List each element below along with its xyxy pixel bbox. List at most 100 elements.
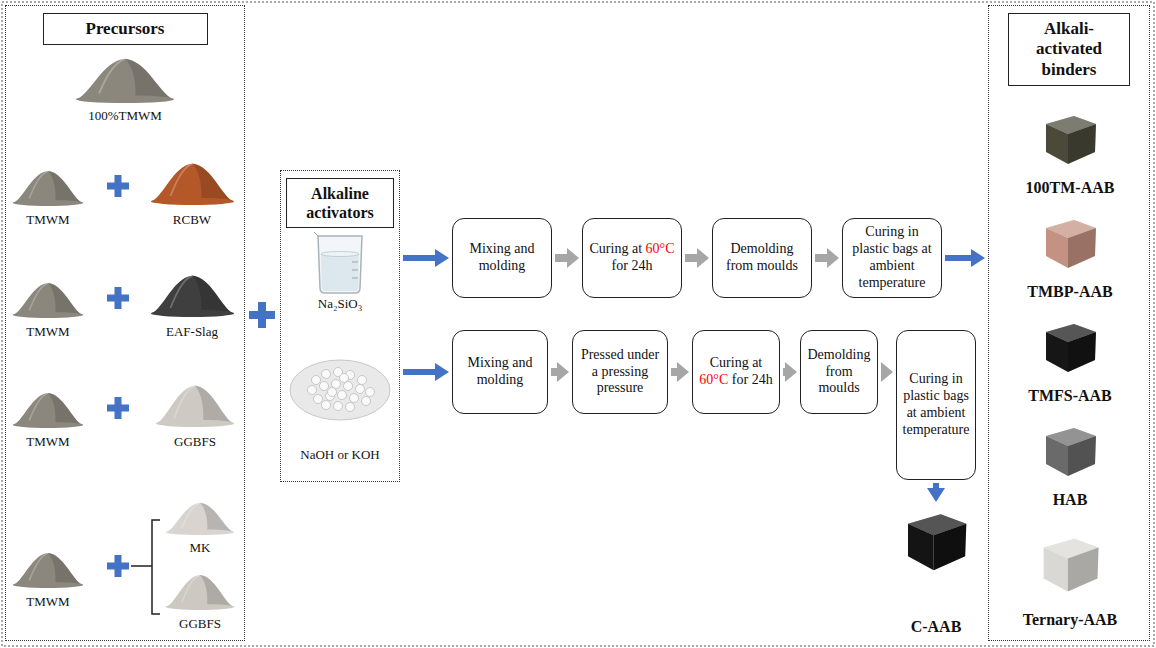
powder-pile — [151, 276, 234, 317]
powder-pile — [166, 503, 235, 535]
text-run: for — [612, 258, 628, 273]
text-run: 24h — [748, 372, 773, 387]
arrowhead — [557, 362, 569, 382]
text-run: ambient — [869, 258, 914, 273]
process-text: Curing at 60°C for 24h — [697, 355, 775, 389]
process-box: Curing in plastic bags at ambient temper… — [842, 218, 942, 298]
product-cube: C-AAB — [896, 505, 976, 640]
powder-pile — [13, 171, 84, 206]
text-run: at — [749, 355, 763, 370]
process-text: Curing at 60°C for 24h — [587, 241, 677, 275]
text-run: Pressed — [581, 347, 624, 362]
text-run: Precursors — [86, 19, 165, 38]
text-run: ambient — [917, 405, 966, 420]
text-run: 60°C — [642, 241, 674, 256]
process-box: Mixing and molding — [452, 218, 552, 298]
product-name: 100TM-AAB — [1026, 179, 1115, 197]
text-run: moulds — [753, 258, 798, 273]
text-run: binders — [1042, 60, 1097, 79]
text-run: Curing — [909, 371, 948, 386]
arrow-shaft — [551, 368, 557, 376]
flow-arrow — [551, 362, 569, 382]
text-run: at — [918, 241, 932, 256]
text-run: temperature — [859, 275, 926, 290]
bracket — [131, 520, 160, 614]
powder-pile — [156, 386, 234, 427]
activator-panel: Alkaline activators — [280, 170, 400, 482]
arrow-shaft — [403, 255, 435, 261]
material-name: GGBFS — [174, 435, 216, 450]
flow-arrow — [671, 362, 689, 382]
flow-arrow — [403, 249, 449, 267]
flow-arrow — [403, 363, 449, 381]
product-name: HAB — [1053, 491, 1088, 509]
product-name: TMFS-AAB — [1028, 387, 1112, 405]
process-text: Pressed under a pressing pressure — [577, 347, 663, 397]
arrow-shaft — [815, 254, 827, 262]
text-run: and — [509, 355, 533, 370]
arrowhead — [927, 488, 945, 502]
text-run: plastic — [903, 388, 940, 403]
material-name: TMWM — [26, 325, 69, 340]
process-text: Curing in plastic bags at ambient temper… — [847, 224, 937, 291]
plus-bar — [258, 302, 266, 328]
flow-arrow — [685, 248, 709, 268]
text-run: pressing — [598, 364, 648, 379]
text-run: temperature — [903, 422, 970, 437]
text-run: bags — [940, 388, 969, 403]
material-name: TMWM — [26, 595, 69, 610]
binder-cube — [1046, 324, 1096, 372]
arrow-shaft — [555, 254, 567, 262]
pellets — [308, 368, 375, 412]
text-run: Demolding — [808, 347, 871, 362]
text-run: Mixing — [470, 241, 511, 256]
arrowhead — [567, 248, 579, 268]
pellet-dish — [290, 360, 390, 420]
text-run: pressure — [597, 380, 644, 395]
material-name: EAF-Slag — [166, 325, 218, 340]
process-box: Mixing and molding — [452, 330, 548, 414]
powder-pile — [13, 393, 84, 428]
text-run: a — [592, 364, 598, 379]
arrow-shaft — [783, 368, 785, 376]
text-run: molding — [477, 372, 524, 387]
plus-bar — [115, 555, 122, 577]
powder-pile — [13, 283, 84, 318]
text-run: bags — [889, 241, 918, 256]
text-run: in — [904, 224, 918, 239]
plus-sign — [107, 175, 275, 577]
binder-cube — [1046, 116, 1096, 164]
flow-arrow — [783, 362, 797, 382]
flow-arrow — [927, 483, 945, 502]
text-run: Alkaline — [311, 185, 369, 202]
product-name: TMBP-AAB — [1027, 283, 1112, 301]
text-run: from — [825, 364, 852, 379]
text-run: at — [628, 241, 642, 256]
material-name: TMWM — [26, 435, 69, 450]
text-run: in — [948, 371, 962, 386]
arrowhead — [435, 249, 449, 267]
material-name: MK — [190, 541, 211, 556]
material-name: RCBW — [173, 213, 211, 228]
binder-cube — [1046, 220, 1096, 268]
arrowhead — [677, 362, 689, 382]
flow-arrow — [945, 249, 985, 267]
text-run: C-AAB — [911, 618, 962, 635]
material-name: 100%TMWM — [88, 109, 162, 124]
binder-cube — [1046, 428, 1096, 476]
material-name: GGBFS — [179, 617, 221, 632]
text-run: moulds — [818, 380, 859, 395]
process-box: Pressed under a pressing pressure — [572, 330, 668, 414]
binder-cube — [908, 514, 966, 570]
product-name: Ternary-AAB — [1023, 611, 1118, 629]
panel-heading: Alkali-activated binders — [1008, 13, 1130, 86]
text-run: for — [728, 372, 748, 387]
binder-panel: Alkali-activated binders — [988, 5, 1150, 641]
powder-pile — [76, 59, 174, 103]
text-run: at — [907, 405, 917, 420]
cube-picture — [901, 505, 971, 575]
plus-bar — [115, 175, 122, 197]
flow-arrow — [881, 362, 893, 382]
liquid-surface — [321, 252, 359, 257]
